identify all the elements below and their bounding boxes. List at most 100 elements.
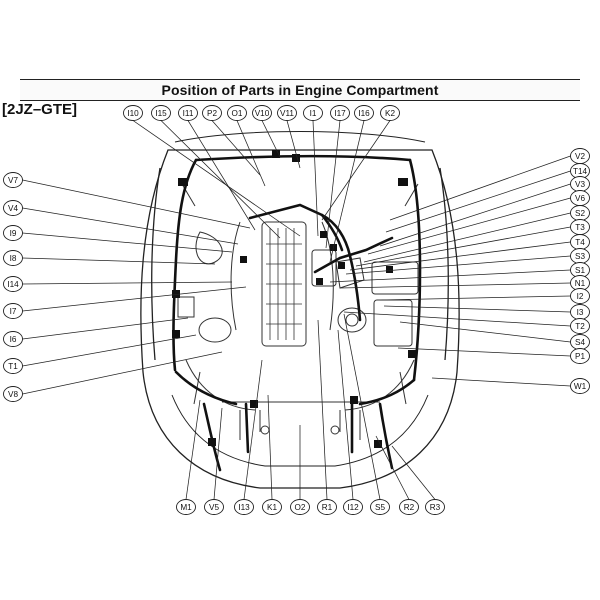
label-circle — [234, 499, 254, 515]
part-label-i11: I11 — [178, 105, 198, 121]
leader-lines — [22, 120, 571, 500]
leader-s4 — [399, 321, 571, 343]
part-label-t3: T3 — [570, 219, 590, 235]
part-label-p1: P1 — [570, 348, 590, 364]
leader-v10 — [261, 120, 281, 158]
label-text: I12 — [347, 503, 359, 512]
label-text: I8 — [10, 254, 17, 263]
part-label-i3: I3 — [570, 304, 590, 320]
leader-k2 — [321, 120, 391, 221]
leader-v4 — [22, 207, 239, 245]
part-label-v8: V8 — [3, 386, 23, 402]
label-text: V4 — [8, 204, 18, 213]
leader-s1 — [329, 269, 571, 283]
label-circle — [330, 105, 350, 121]
label-circle — [3, 386, 23, 402]
label-text: K1 — [267, 503, 277, 512]
part-label-v2: V2 — [570, 148, 590, 164]
label-text: V10 — [255, 109, 270, 118]
leader-i3 — [383, 305, 571, 313]
leader-i12 — [337, 329, 354, 500]
leader-i15 — [160, 120, 281, 239]
label-circle — [303, 105, 323, 121]
label-text: I6 — [10, 335, 17, 344]
label-text: T14 — [573, 167, 588, 176]
part-label-i17: I17 — [330, 105, 350, 121]
leader-t1 — [22, 334, 197, 367]
label-circle — [3, 225, 23, 241]
label-circle — [370, 499, 390, 515]
label-text: S1 — [575, 266, 585, 275]
label-text: T2 — [575, 322, 585, 331]
leader-s3 — [345, 255, 571, 275]
label-text: I15 — [155, 109, 167, 118]
label-circle — [3, 276, 23, 292]
part-label-v5: V5 — [204, 499, 224, 515]
label-text: R3 — [430, 503, 441, 512]
label-circle — [202, 105, 222, 121]
part-label-i10: I10 — [123, 105, 143, 121]
diagram-title: Position of Parts in Engine Compartment — [161, 82, 439, 98]
part-label-r3: R3 — [425, 499, 445, 515]
leader-r2 — [375, 435, 410, 500]
label-text: I13 — [238, 503, 250, 512]
label-text: I11 — [183, 109, 194, 118]
wiring-harness — [172, 154, 422, 472]
part-label-s4: S4 — [570, 334, 590, 350]
leader-r3 — [391, 445, 436, 500]
part-label-i12: I12 — [343, 499, 363, 515]
leader-i8 — [22, 257, 216, 265]
title-bar: Position of Parts in Engine Compartment — [20, 79, 580, 101]
part-label-v3: V3 — [570, 176, 590, 192]
leader-i11 — [187, 120, 256, 231]
label-text: V6 — [575, 194, 585, 203]
leader-p1 — [397, 347, 571, 357]
part-label-s2: S2 — [570, 205, 590, 221]
part-label-i1: I1 — [303, 105, 323, 121]
label-text: R2 — [404, 503, 415, 512]
leader-i7 — [22, 286, 247, 312]
label-circle — [3, 250, 23, 266]
label-text: N1 — [575, 279, 586, 288]
part-label-i13: I13 — [234, 499, 254, 515]
label-circle — [380, 105, 400, 121]
leader-v6 — [367, 197, 571, 255]
leader-i9 — [22, 232, 233, 253]
part-label-r2: R2 — [399, 499, 419, 515]
part-label-m1: M1 — [176, 499, 196, 515]
leader-w1 — [431, 377, 571, 387]
label-text: S2 — [575, 209, 585, 218]
label-circle — [3, 200, 23, 216]
model-tag: [2JZ–GTE] — [2, 101, 78, 118]
part-label-v6: V6 — [570, 190, 590, 206]
leader-t14 — [385, 170, 571, 233]
leader-t4 — [349, 241, 571, 271]
label-text: I14 — [7, 280, 19, 289]
part-label-r1: R1 — [317, 499, 337, 515]
label-text: K2 — [385, 109, 395, 118]
label-text: M1 — [180, 503, 192, 512]
label-text: I9 — [10, 229, 17, 238]
part-label-i16: I16 — [354, 105, 374, 121]
part-label-i8: I8 — [3, 250, 23, 266]
label-text: I16 — [358, 109, 370, 118]
leader-i10 — [132, 120, 301, 237]
label-circle — [570, 378, 590, 394]
leader-r1 — [317, 319, 328, 500]
part-label-t2: T2 — [570, 318, 590, 334]
leader-v8 — [22, 351, 223, 395]
label-text: V8 — [8, 390, 18, 399]
leader-v7 — [22, 179, 251, 229]
label-circle — [3, 331, 23, 347]
label-circle — [343, 499, 363, 515]
label-circle — [176, 499, 196, 515]
label-circle — [252, 105, 272, 121]
leader-i17 — [325, 120, 341, 249]
part-label-k1: K1 — [262, 499, 282, 515]
part-label-i14: I14 — [3, 276, 23, 292]
leader-s2 — [363, 212, 571, 263]
label-circle — [399, 499, 419, 515]
label-circle — [290, 499, 310, 515]
